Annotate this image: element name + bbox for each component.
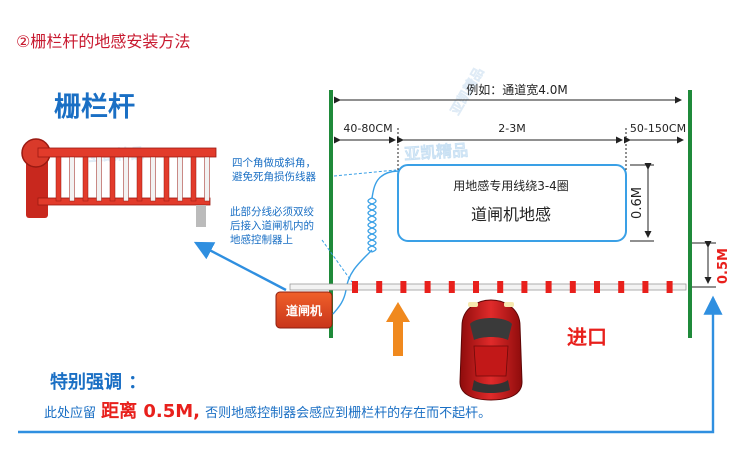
barrier-pickets (55, 156, 210, 202)
right-post (688, 90, 692, 338)
lane-barrier-stripe (594, 281, 600, 293)
lane-barrier-stripe (666, 281, 673, 293)
note-twist-line3: 地感控制器上 (230, 233, 293, 246)
lane-barrier-stripe (424, 281, 431, 293)
lane-barrier-stripe (545, 281, 552, 293)
lane-barrier-stripe (569, 281, 576, 293)
lane-barrier-stripe (618, 281, 625, 293)
lane-barrier-stripe (473, 281, 479, 293)
dimension-left-label: 40-80CM (343, 122, 392, 135)
car-headlight-left (468, 302, 478, 307)
lane-barrier-stripe (376, 281, 383, 293)
barrier-picket (136, 156, 143, 202)
note-twist-pointer (321, 239, 353, 283)
lane-barrier-stripe (497, 281, 504, 293)
barrier-support-leg (196, 205, 206, 227)
lane-barrier-stripe (521, 281, 528, 293)
car-windshield (470, 318, 512, 340)
note-corner-line2: 避免死角损伤线器 (232, 170, 316, 183)
barrier-gate-illustration (21, 138, 217, 227)
loop-name-label: 道闸机地感 (471, 205, 551, 224)
watermark-center: 亚凯精品 (404, 140, 469, 163)
twisted-wire-strand (367, 197, 377, 253)
loop-spec-label: 用地感专用线绕3-4圈 (453, 178, 569, 193)
emphasis-prefix: 此处应留 (44, 405, 96, 421)
ground-loop (397, 164, 627, 242)
lane-barrier-stripe (400, 281, 407, 293)
car-headlight-right (504, 302, 514, 307)
emphasis-sentence: 此处应留 距离 0.5M, 否则地感控制器会感应到栅栏杆的存在而不起杆。 (44, 400, 491, 422)
twisted-wire-strand (367, 197, 377, 253)
lane-barrier-stripes (352, 281, 673, 293)
barrier-to-machine-arrow (193, 241, 287, 292)
dimension-right-label: 50-150CM (630, 122, 686, 135)
note-corner-line1: 四个角做成斜角， (232, 156, 316, 169)
gate-machine (275, 291, 333, 329)
distance-bracket-arrow (18, 295, 723, 434)
barrier-arm-top (37, 147, 217, 158)
barrier-title: 栅栏杆 (54, 92, 135, 123)
lane-barrier-stripe (642, 281, 649, 293)
left-post (329, 90, 333, 338)
barrier-picket (163, 156, 170, 202)
lane-barrier-stripe (448, 281, 455, 293)
barrier-picket (82, 156, 89, 202)
barrier-picket (190, 156, 197, 202)
entry-direction-arrow (386, 302, 410, 356)
barrier-picket (177, 156, 183, 202)
barrier-picket (55, 156, 62, 202)
gate-machine-label: 道闸机 (286, 303, 322, 318)
dimension-total-label: 例如：通道宽4.0M (466, 82, 567, 97)
offset-label: 0.5M (716, 248, 731, 284)
page-title: ②栅栏杆的地感安装方法 (16, 32, 190, 51)
loop-lead-wire (371, 170, 399, 199)
car-roof (473, 345, 509, 377)
note-twist-line2: 后接入道闸机内的 (230, 219, 314, 232)
emphasis-title: 特别强调 ： (50, 371, 146, 393)
lane-barrier-arm (289, 283, 687, 291)
barrier-picket (150, 156, 156, 202)
lane-barrier-stripe (352, 281, 358, 293)
dimension-middle-label: 2-3M (498, 122, 525, 135)
twisted-wire (367, 197, 377, 253)
note-corner-pointer (333, 169, 397, 177)
emphasis-highlight: 距离 0.5M, (101, 400, 200, 422)
emphasis-suffix: 否则地感控制器会感应到栅栏杆的存在而不起杆。 (205, 405, 491, 421)
entrance-label: 进口 (567, 325, 607, 349)
note-twist-line1: 此部分线必须双绞 (230, 205, 314, 218)
car-rear-window (472, 380, 510, 393)
loop-height-label: 0.6M (630, 187, 645, 219)
barrier-picket (69, 156, 75, 202)
barrier-picket (204, 156, 210, 202)
barrier-picket (123, 156, 129, 202)
barrier-picket (96, 156, 102, 202)
car-illustration (459, 299, 523, 401)
barrier-picket (109, 156, 116, 202)
